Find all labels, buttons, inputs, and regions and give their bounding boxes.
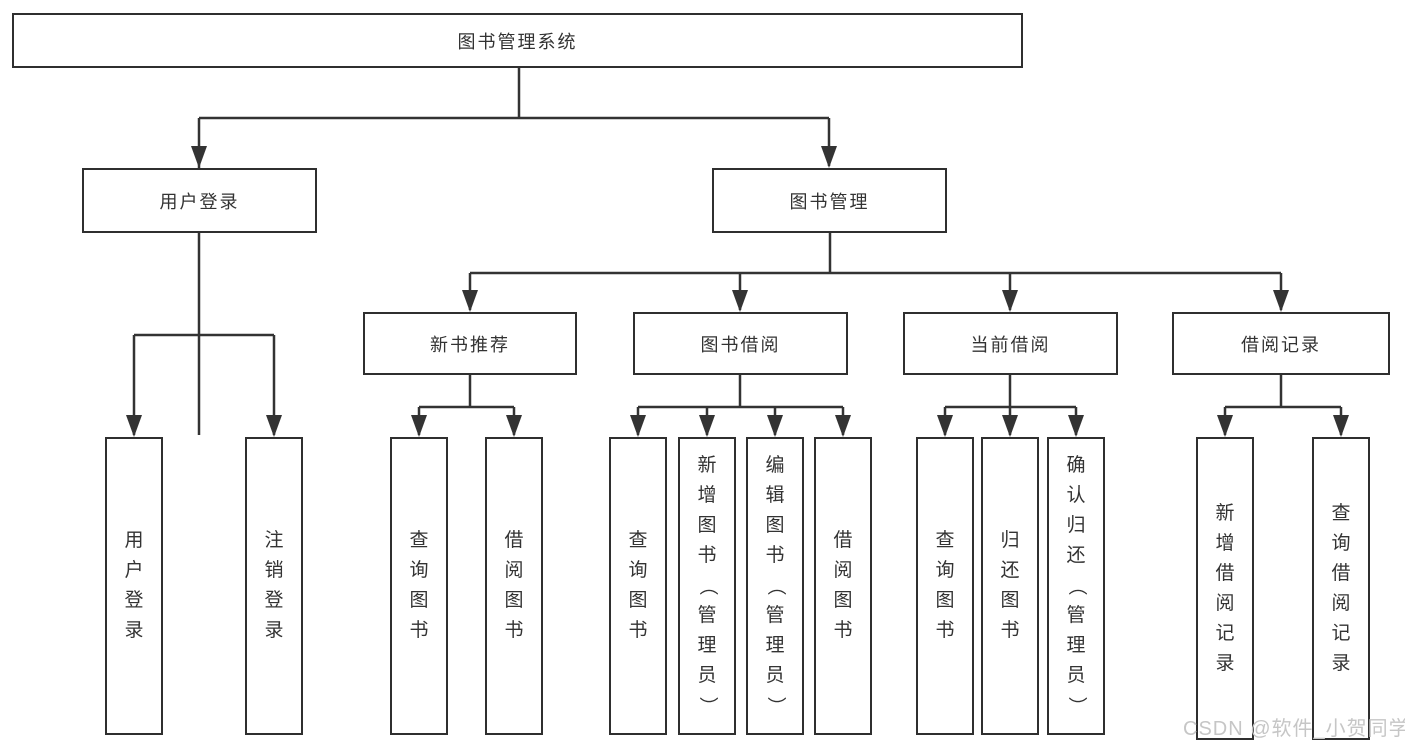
node-label: 图书管理 (789, 191, 870, 212)
arrowheads (126, 146, 1349, 437)
leaf-add-books-admin: 新增图书（管理员） (678, 437, 736, 735)
leaf-logout: 注销登录 (245, 437, 303, 735)
leaf-confirm-return-admin: 确认归还（管理员） (1047, 437, 1105, 735)
node-borrowing-records: 借阅记录 (1172, 312, 1390, 375)
node-label: 新增借阅记录 (1215, 502, 1235, 674)
node-current-borrowing: 当前借阅 (903, 312, 1118, 375)
node-label: 用户登录 (159, 191, 240, 212)
node-label: 新增图书（管理员） (697, 455, 718, 716)
node-label: 确认归还（管理员） (1066, 455, 1087, 716)
node-label: 查询借阅记录 (1331, 502, 1351, 674)
node-label: 查询图书 (935, 530, 955, 641)
node-label: 新书推荐 (430, 334, 510, 355)
node-book-management: 图书管理 (712, 168, 947, 233)
node-label: 借阅图书 (833, 530, 853, 641)
node-label: 借阅图书 (504, 530, 524, 641)
leaf-query-books: 查询图书 (390, 437, 448, 735)
node-label: 图书管理系统 (457, 31, 578, 52)
node-library-management-system: 图书管理系统 (12, 13, 1023, 68)
node-label: 编辑图书（管理员） (765, 455, 786, 716)
node-book-borrowing: 图书借阅 (633, 312, 848, 375)
leaf-query-books: 查询图书 (609, 437, 667, 735)
node-label: 借阅记录 (1241, 334, 1321, 355)
watermark: CSDN @软件_小贺同学 (1183, 718, 1405, 740)
node-label: 查询图书 (409, 530, 429, 641)
node-new-book-recommendation: 新书推荐 (363, 312, 577, 375)
leaf-edit-books-admin: 编辑图书（管理员） (746, 437, 804, 735)
leaf-add-borrow-record: 新增借阅记录 (1196, 437, 1254, 740)
node-label: 归还图书 (1000, 530, 1020, 641)
node-label: 查询图书 (628, 530, 648, 641)
node-user-login: 用户登录 (82, 168, 317, 233)
node-label: 当前借阅 (970, 334, 1051, 355)
leaf-query-borrow-record: 查询借阅记录 (1312, 437, 1370, 740)
node-label: 注销登录 (264, 530, 284, 641)
leaf-borrow-books: 借阅图书 (485, 437, 543, 735)
leaf-user-login: 用户登录 (105, 437, 163, 735)
node-label: 用户登录 (124, 530, 144, 641)
leaf-borrow-books: 借阅图书 (814, 437, 872, 735)
leaf-query-books: 查询图书 (916, 437, 974, 735)
leaf-return-books: 归还图书 (981, 437, 1039, 735)
node-label: 图书借阅 (700, 334, 781, 355)
